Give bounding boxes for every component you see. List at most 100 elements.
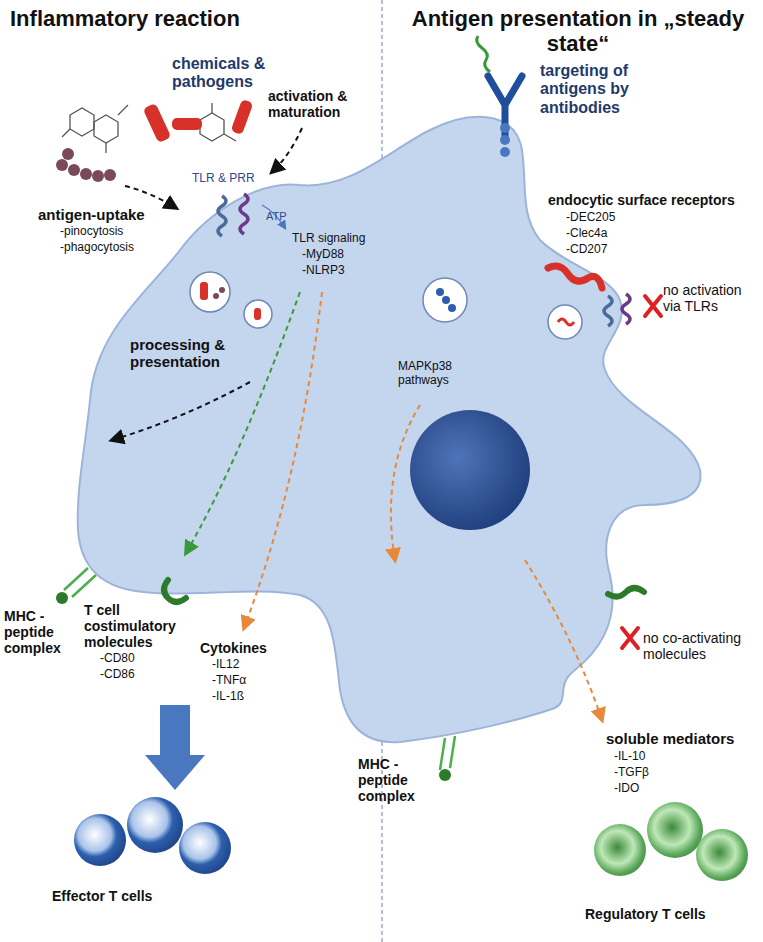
vesicle-cargo bbox=[213, 293, 219, 299]
list-heading: antigen-uptake bbox=[38, 206, 145, 223]
cross-mark bbox=[645, 296, 661, 316]
vesicle bbox=[548, 305, 582, 339]
tlr-receptors bbox=[218, 194, 248, 236]
group-label: targeting of antigens by antibodies bbox=[540, 62, 690, 117]
vesicle-cargo bbox=[254, 308, 261, 320]
pathogen-rods bbox=[143, 99, 254, 143]
vesicle bbox=[244, 300, 272, 328]
list-item: -TNFα bbox=[212, 674, 246, 688]
tlr-receptors bbox=[218, 196, 226, 236]
vesicle bbox=[190, 272, 230, 312]
list-heading: TLR signaling bbox=[292, 232, 365, 246]
list-item: -MyD88 bbox=[302, 248, 344, 262]
vesicle-cargo bbox=[200, 282, 208, 300]
list-item: -Clec4a bbox=[566, 227, 607, 241]
effector-arrow bbox=[145, 705, 205, 790]
inactive-tlr bbox=[622, 294, 630, 324]
regulatory-t-cell bbox=[696, 829, 748, 881]
effector-t-cell bbox=[74, 797, 231, 874]
section-heading: Inflammatory reaction bbox=[10, 6, 240, 31]
endocytic-receptor bbox=[548, 266, 602, 288]
list-item: -DEC205 bbox=[566, 211, 615, 225]
costimulatory-molecule bbox=[164, 580, 644, 602]
chemical-molecules bbox=[94, 115, 118, 143]
group-label: chemicals & pathogens bbox=[172, 55, 302, 92]
note-label: no activation via TLRs bbox=[663, 282, 758, 314]
antibody bbox=[500, 147, 510, 157]
structure-label: MHC - peptide complex bbox=[4, 608, 74, 656]
cell-label: Regulatory T cells bbox=[585, 906, 706, 922]
bacteria-chain bbox=[80, 168, 92, 180]
endocytic-receptor bbox=[548, 266, 602, 288]
list-heading: T cell costimulatory molecules bbox=[84, 602, 192, 650]
list-item: -NLRP3 bbox=[302, 264, 345, 278]
bacteria-chain bbox=[62, 148, 74, 160]
bacteria-chain bbox=[92, 170, 104, 182]
cell-label: Effector T cells bbox=[52, 888, 152, 904]
section-heading: Antigen presentation in „steady state“ bbox=[398, 6, 758, 57]
mhc-peptide-complex bbox=[64, 568, 455, 770]
antibody bbox=[488, 76, 522, 140]
list-item: -CD86 bbox=[100, 668, 135, 682]
list-item: -CD207 bbox=[566, 243, 607, 257]
effector-t-cell bbox=[127, 797, 183, 853]
costimulatory-molecule bbox=[608, 588, 644, 597]
list-item: -IDO bbox=[614, 782, 639, 796]
dashed-arrow bbox=[391, 405, 420, 560]
molecule-label: ATP bbox=[266, 210, 287, 223]
regulatory-t-cell bbox=[594, 824, 646, 876]
antibody bbox=[500, 123, 510, 133]
vesicle-cargo bbox=[442, 296, 450, 304]
cross-mark bbox=[622, 296, 661, 648]
list-item: -CD80 bbox=[100, 652, 135, 666]
receptor-label: TLR & PRR bbox=[192, 172, 255, 186]
dashed-arrow bbox=[525, 560, 602, 720]
vesicle-cargo bbox=[448, 304, 456, 312]
dashed-arrow bbox=[112, 382, 250, 440]
vesicle bbox=[423, 278, 467, 322]
bacteria-chain bbox=[104, 169, 116, 181]
list-heading: endocytic surface receptors bbox=[548, 192, 735, 208]
dendritic-cell bbox=[410, 410, 530, 530]
list-item: -IL12 bbox=[212, 658, 239, 672]
list-item: -TGFβ bbox=[614, 766, 649, 780]
dashed-arrow bbox=[125, 186, 176, 208]
note-label: no co-activating molecules bbox=[643, 630, 758, 662]
vesicle-cargo bbox=[558, 319, 574, 325]
vesicle-cargo bbox=[200, 282, 574, 325]
dendritic-cell bbox=[78, 117, 701, 742]
dashed-arrow bbox=[272, 128, 302, 172]
list-item: -pinocytosis bbox=[60, 225, 123, 239]
pathway-label: MAPKp38 pathways bbox=[398, 360, 478, 388]
chemical-molecules bbox=[62, 105, 128, 153]
list-item: -IL-10 bbox=[614, 750, 645, 764]
mhc-peptide-complex bbox=[440, 736, 455, 770]
bacteria-chain bbox=[56, 148, 116, 182]
tlr-receptors bbox=[240, 194, 248, 234]
vesicle-cargo bbox=[219, 287, 225, 293]
chemical-molecules bbox=[62, 103, 236, 153]
effector-t-cell bbox=[179, 822, 231, 874]
pathogen-rods bbox=[172, 118, 202, 130]
pathogen-rods bbox=[143, 103, 172, 143]
peptide bbox=[439, 769, 451, 781]
list-item: -IL-1ß bbox=[212, 690, 244, 704]
cross-mark bbox=[622, 628, 638, 648]
inactive-tlr bbox=[604, 294, 630, 326]
pathogen-rods bbox=[231, 99, 254, 135]
list-heading: soluble mediators bbox=[606, 730, 734, 747]
dashed-arrow bbox=[186, 292, 300, 553]
antibody bbox=[477, 36, 490, 72]
peptide bbox=[56, 592, 451, 781]
chemical-molecules bbox=[212, 103, 236, 141]
dashed-arrow bbox=[244, 292, 322, 628]
costimulatory-molecule bbox=[164, 580, 186, 602]
effector-arrow bbox=[145, 705, 205, 790]
antibody bbox=[477, 36, 522, 157]
chemical-molecules bbox=[70, 108, 94, 136]
process-label: activation & maturation bbox=[268, 88, 378, 120]
dendritic-cell bbox=[78, 117, 701, 742]
chemical-molecules bbox=[200, 113, 224, 141]
inactive-tlr bbox=[604, 296, 612, 326]
